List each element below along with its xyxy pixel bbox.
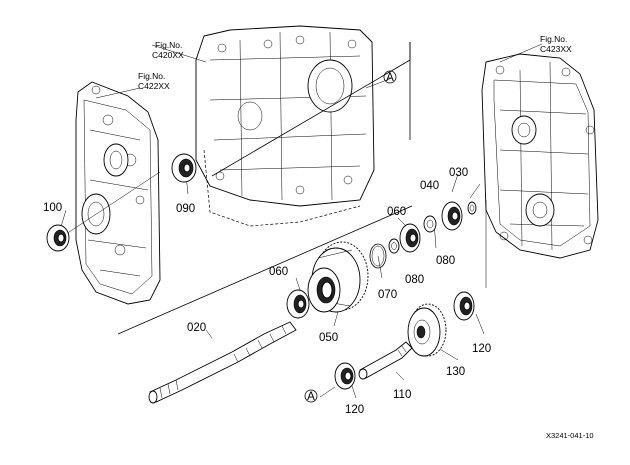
gear-130: [407, 303, 447, 357]
bearing-040: [441, 201, 463, 231]
fig-c423-label-line2: C423XX: [540, 44, 572, 54]
gear-050: [307, 241, 369, 313]
marker-a-bottom: A: [304, 389, 318, 403]
bearing-060-upper: [399, 223, 421, 253]
center-housing: [195, 25, 375, 227]
fig-c423-label-line1: Fig.No.: [540, 34, 567, 44]
part-label-020: 020: [187, 322, 206, 334]
shaft-110: [358, 341, 413, 380]
part-label-110: 110: [393, 389, 411, 401]
part-label-040: 040: [420, 180, 439, 192]
part-label-130: 130: [446, 366, 465, 378]
fig-c420-label-line2: C420XX: [152, 50, 184, 60]
part-label-100: 100: [43, 202, 62, 214]
left-cover-housing: [75, 81, 161, 305]
part-label-060-lower: 060: [269, 266, 288, 278]
fig-c420-label-line1: Fig.No.: [155, 40, 182, 50]
part-label-120-bottom: 120: [345, 404, 364, 416]
part-label-080-right: 080: [436, 255, 455, 267]
bearing-120-right: [453, 291, 475, 321]
bearing-060-lower: [286, 289, 310, 319]
bearing-090: [171, 153, 197, 183]
marker-a-bottom-text: A: [307, 391, 315, 403]
fig-c422-label-line1: Fig.No.: [138, 71, 165, 81]
part-label-060-upper: 060: [387, 206, 406, 218]
marker-a-top-text: A: [386, 72, 394, 84]
collar-080-upper: [423, 215, 437, 233]
shaft-020: [148, 321, 297, 404]
part-label-030: 030: [449, 167, 468, 179]
bearing-100: [46, 224, 70, 252]
right-cover-housing: [481, 53, 599, 259]
collar-080-lower: [388, 238, 400, 254]
fig-c422-label-line2: C422XX: [138, 81, 170, 91]
bearing-120-bottom: [334, 362, 356, 390]
part-label-080-left: 080: [405, 274, 424, 286]
marker-a-top: A: [383, 70, 397, 84]
part-label-070: 070: [378, 289, 397, 301]
part-label-120-right: 120: [472, 343, 491, 355]
circlip-030: [467, 201, 477, 215]
snap-ring-070: [369, 243, 387, 269]
drawing-code: X3241-041-10: [546, 431, 594, 440]
part-label-090: 090: [176, 203, 195, 215]
part-label-050: 050: [319, 332, 338, 344]
